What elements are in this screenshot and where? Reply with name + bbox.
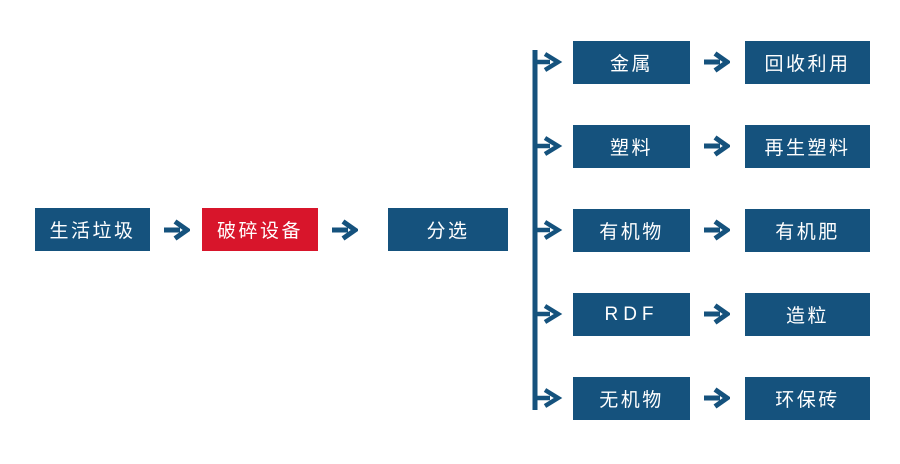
arrow-right-icon [703,50,730,74]
node-household-waste: 生活垃圾 [35,208,150,251]
branch-result-recycled-plastic: 再生塑料 [745,125,870,168]
arrow-right-icon [703,302,730,326]
arrow-right-icon [703,134,730,158]
branch-item-inorganic: 无机物 [573,377,690,420]
node-crushing-equipment: 破碎设备 [202,208,318,251]
arrow-right-icon [163,218,190,242]
arrow-right-icon [703,386,730,410]
branch-item-metal: 金属 [573,41,690,84]
branch-tree-connector [525,40,573,424]
branch-item-plastic: 塑料 [573,125,690,168]
branch-result-organic-fertilizer: 有机肥 [745,209,870,252]
arrow-right-icon [331,218,358,242]
node-sorting: 分选 [388,208,508,251]
branch-result-recycling: 回收利用 [745,41,870,84]
branch-result-granulation: 造粒 [745,293,870,336]
arrow-right-icon [703,218,730,242]
branch-result-eco-brick: 环保砖 [745,377,870,420]
branch-item-rdf: RDF [573,293,690,336]
branch-item-organic: 有机物 [573,209,690,252]
